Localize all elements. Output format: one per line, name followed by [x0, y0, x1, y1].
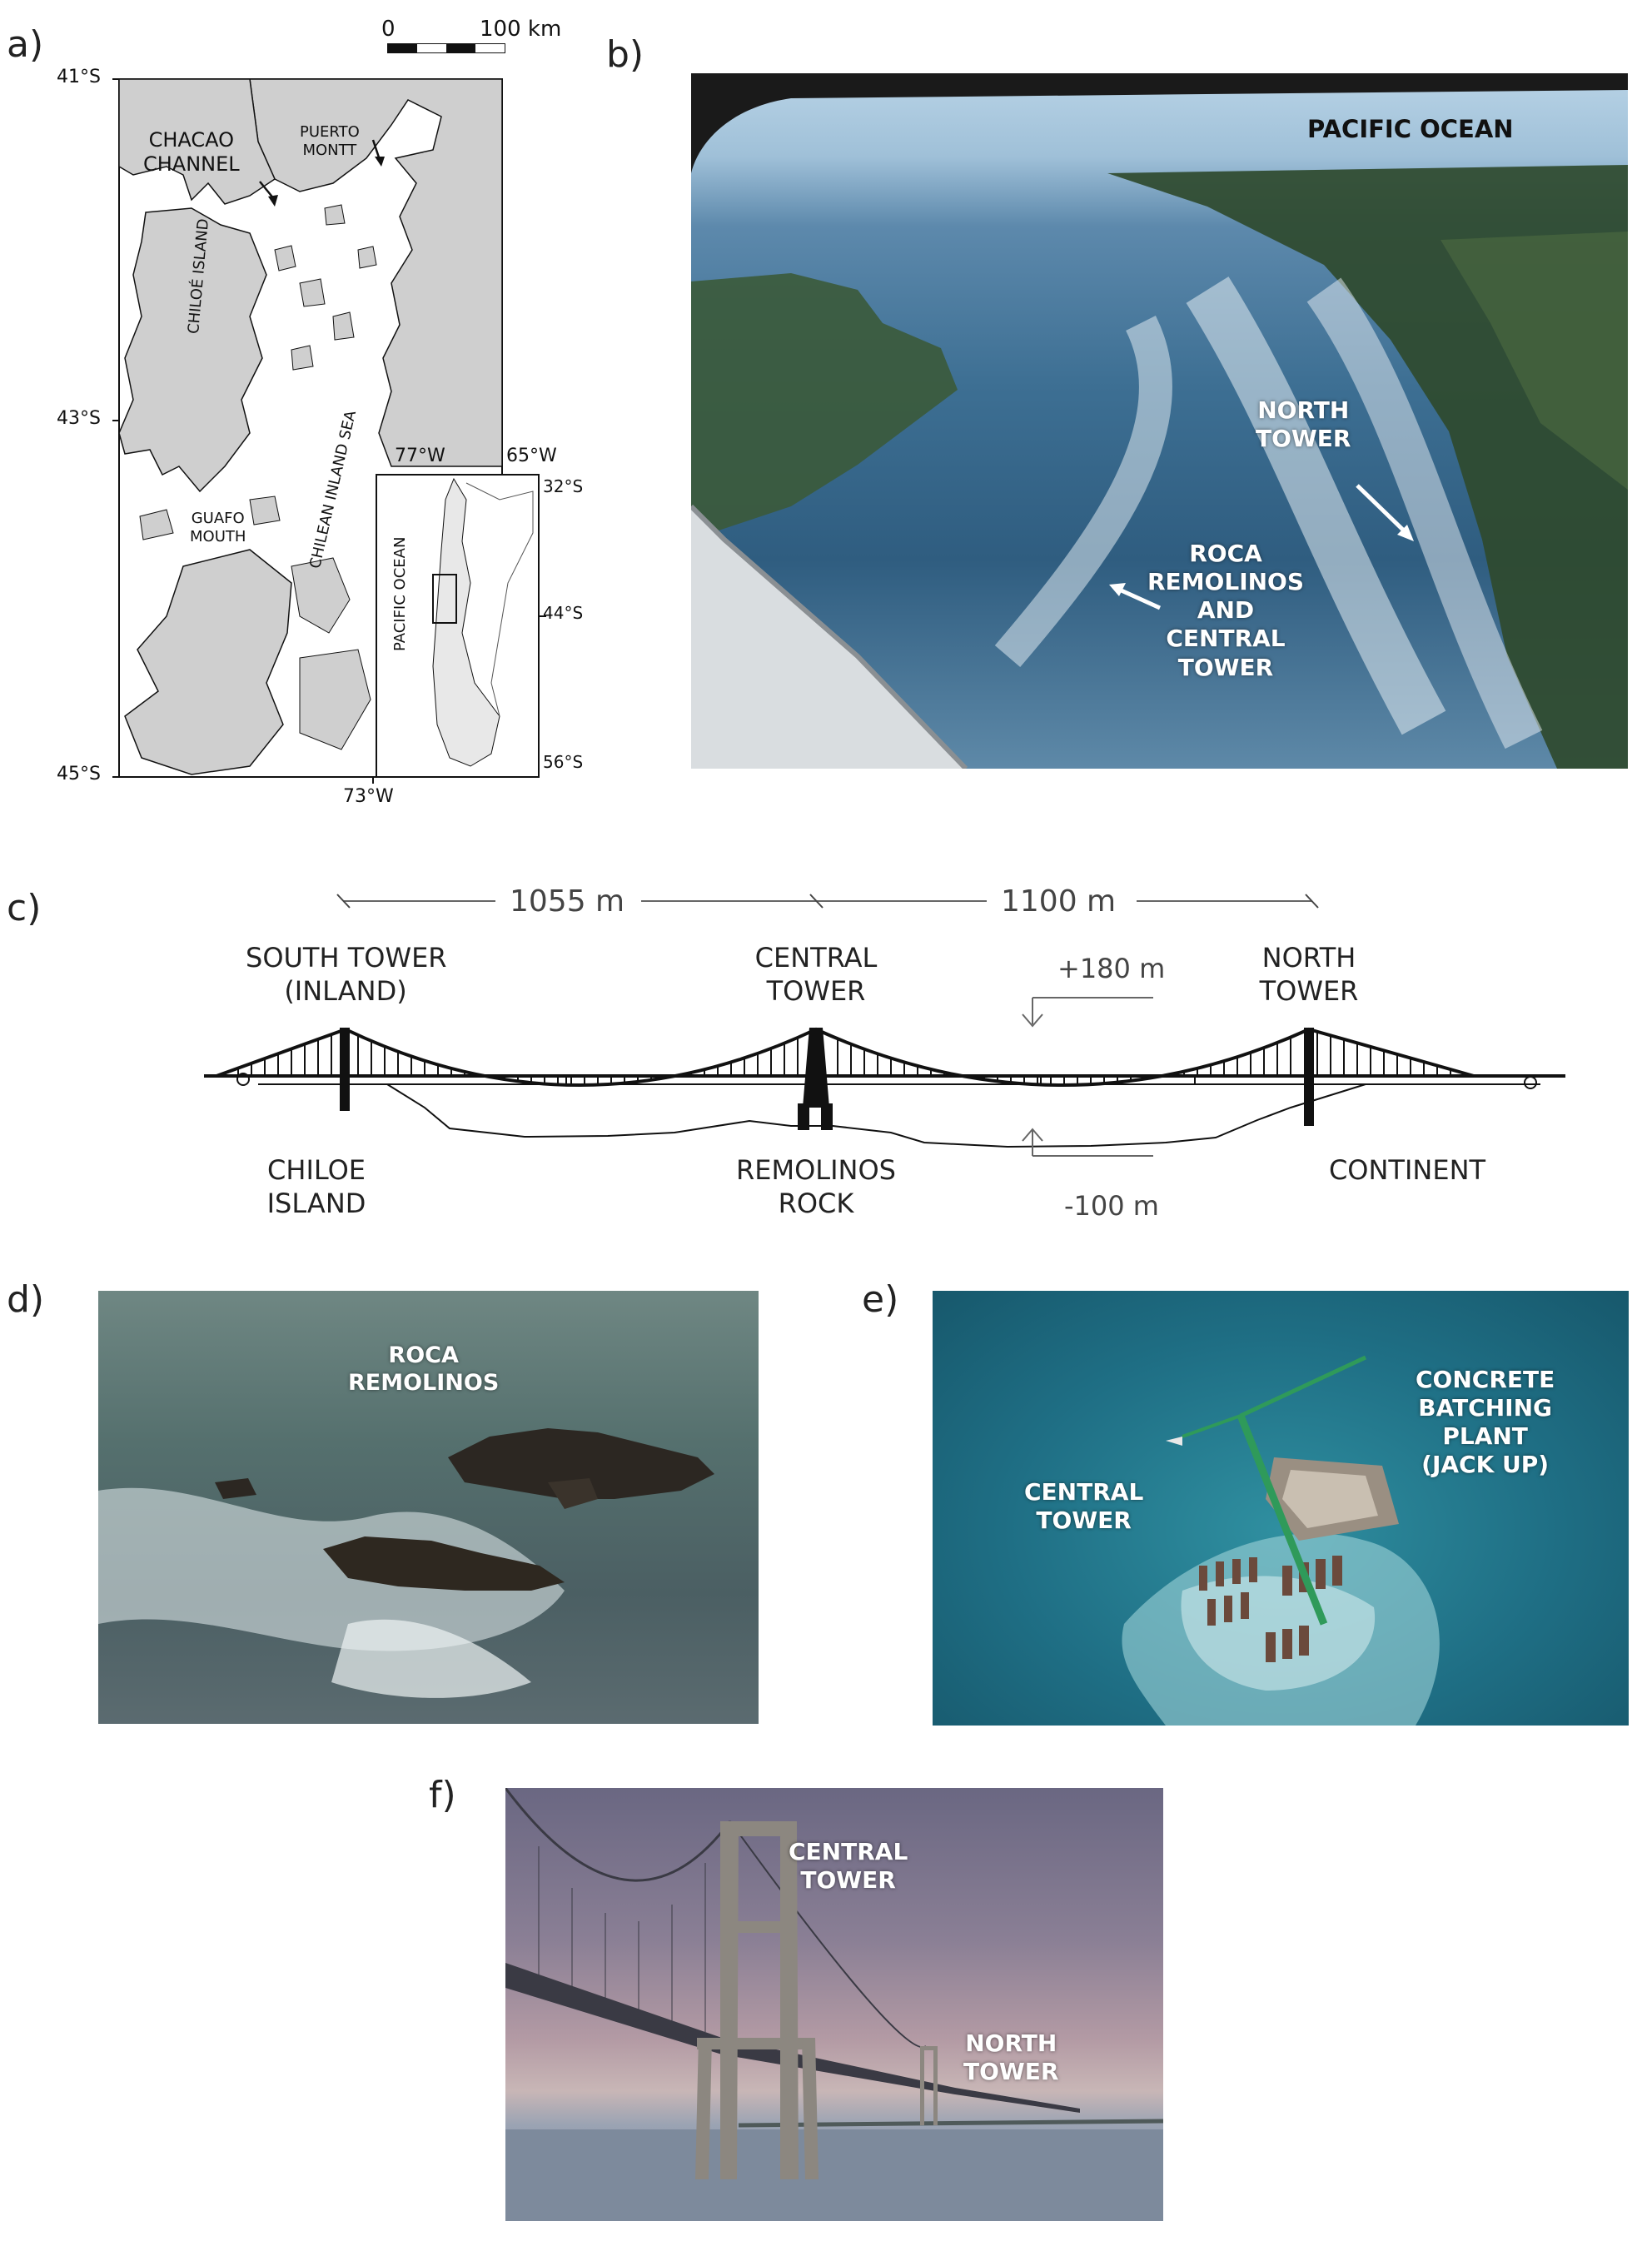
bridge-elevation-diagram: 1055 m 1100 m SOUTH TOWER (INLAND) CENTR… — [175, 858, 1590, 1249]
inset-lon-65-label: 65°W — [506, 446, 557, 466]
panel-label-c: c) — [7, 887, 42, 929]
height-minus-100-value: -100 m — [1064, 1190, 1159, 1222]
height-plus-180-label: +180 m — [1057, 953, 1166, 984]
lat-41-label: 41°S — [57, 67, 101, 87]
map-svg — [112, 78, 546, 784]
southern-archipelago — [124, 549, 292, 775]
rock-upper — [448, 1428, 714, 1499]
aerial-photo-b: PACIFIC OCEAN NORTH TOWER ROCA REMOLINOS… — [691, 73, 1628, 769]
scale-zero-label: 0 — [381, 17, 396, 42]
panel-label-d: d) — [7, 1278, 45, 1321]
roca-remolinos-central-label-b: ROCA REMOLINOS AND CENTRAL TOWER — [1147, 540, 1305, 681]
scale-distance-label: 100 km — [480, 17, 562, 42]
inset-lon-77-label: 77°W — [395, 446, 445, 466]
roca-remolinos-label-d: ROCA REMOLINOS — [348, 1342, 500, 1396]
north-tower-label-f: NORTH TOWER — [963, 2029, 1059, 2086]
lat-43-label: 43°S — [57, 408, 101, 429]
pacific-ocean-label: PACIFIC OCEAN — [1307, 115, 1514, 143]
south-tower-label: SOUTH TOWER (INLAND) — [246, 942, 447, 1007]
inset-pacific-label: PACIFIC OCEAN — [391, 536, 409, 651]
remolinos-rock-label: REMOLINOS ROCK — [736, 1154, 896, 1219]
panel-label-b: b) — [606, 33, 644, 76]
inset-highlight-box — [432, 574, 457, 624]
lat-45-label: 45°S — [57, 764, 101, 784]
panel-label-f: f) — [429, 1774, 456, 1816]
construction-photo-e: CENTRAL TOWER CONCRETE BATCHING PLANT (J… — [933, 1291, 1629, 1726]
chacao-channel-label: CHACAO CHANNEL — [143, 128, 240, 176]
inset-lat-56-label: 56°S — [543, 752, 584, 772]
span-1100-label: 1100 m — [1001, 884, 1117, 919]
north-land — [118, 78, 276, 205]
rock-photo-d: ROCA REMOLINOS — [98, 1291, 759, 1724]
bridge-render-photo-f: CENTRAL TOWER NORTH TOWER — [505, 1788, 1163, 2221]
north-tower-label-b: NORTH TOWER — [1256, 396, 1351, 453]
puerto-montt-label: PUERTO MONTT — [300, 123, 360, 159]
map-panel: 0 100 km — [0, 0, 583, 824]
panel-label-a: a) — [7, 23, 44, 66]
rock-lower — [323, 1536, 565, 1591]
panel-label-e: e) — [862, 1278, 899, 1321]
guafo-mouth-label: GUAFO MOUTH — [190, 510, 246, 545]
north-tower-label-c: NORTH TOWER — [1259, 942, 1359, 1007]
span-1055-label: 1055 m — [510, 884, 625, 919]
scale-bar — [387, 43, 505, 53]
inset-lat-32-label: 32°S — [543, 476, 584, 496]
lon-73-label: 73°W — [343, 786, 394, 807]
inset-lat-44-label: 44°S — [543, 603, 584, 623]
inset-south-america — [432, 477, 500, 767]
chiloe-island-land — [118, 207, 267, 493]
central-tower-label-c: CENTRAL TOWER — [754, 942, 878, 1007]
central-tower-label-e: CENTRAL TOWER — [1024, 1478, 1144, 1535]
chiloe-island-label-c: CHILOE ISLAND — [266, 1154, 366, 1219]
continent-label: CONTINENT — [1328, 1154, 1486, 1186]
mainland-land — [249, 78, 503, 467]
concrete-plant-label: CONCRETE BATCHING PLANT (JACK UP) — [1416, 1366, 1555, 1479]
central-tower-label-f: CENTRAL TOWER — [789, 1838, 908, 1895]
